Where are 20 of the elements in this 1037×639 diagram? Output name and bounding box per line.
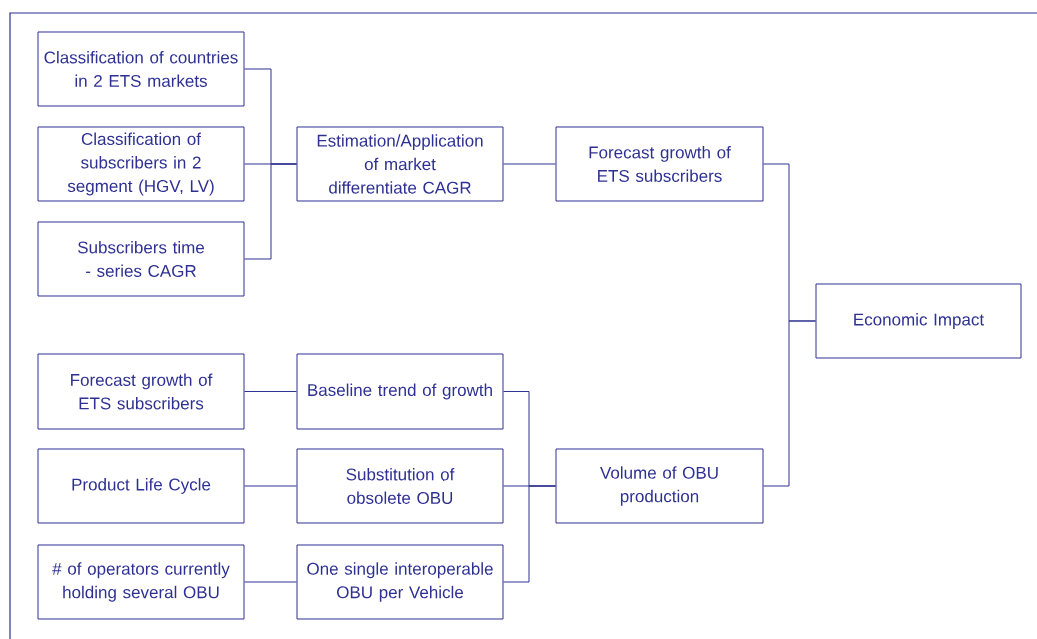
connector-line [244,391,297,392]
process-box: Product Life Cycle [37,448,245,524]
process-box: Substitution of obsolete OBU [296,448,504,524]
connector-line [503,163,556,165]
connector-line [503,485,556,583]
process-box: Economic Impact [815,283,1022,359]
process-box: One single interoperable OBU per Vehicle [296,544,504,620]
connector-line [244,581,297,583]
connector-line [244,163,297,260]
process-box: Subscribers time - series CAGR [37,221,245,297]
process-box: Classification of countries in 2 ETS markets [37,31,245,107]
process-box: Forecast growth of ETS subscribers [555,126,764,202]
process-box: Estimation/Application of market differentiate CAGR [296,126,504,202]
process-box: Classification of subscribers in 2 segment (HGV, LV) [37,126,245,202]
process-box: Forecast growth of ETS subscribers [37,353,245,430]
process-box: Volume of OBU production [555,448,764,524]
connector-line [244,485,297,487]
process-box: Baseline trend of growth [296,353,504,430]
connector-line [763,320,816,487]
process-box: # of operators currently holding several OBU [37,544,245,620]
